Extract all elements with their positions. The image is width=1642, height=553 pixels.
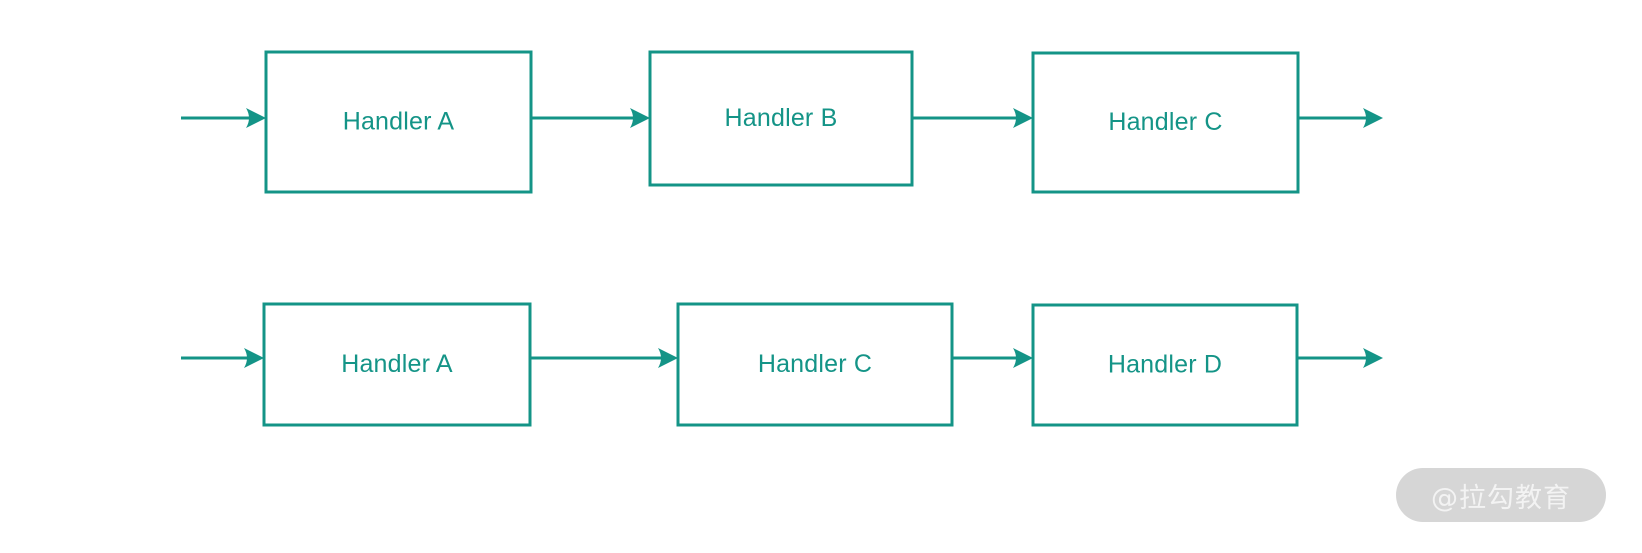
arrowhead-icon bbox=[1363, 348, 1383, 368]
node-r1-n1[interactable]: Handler A bbox=[264, 50, 533, 194]
arrowhead-icon bbox=[246, 108, 266, 128]
node-r2-n2[interactable]: Handler C bbox=[676, 302, 954, 427]
edge-arrow bbox=[912, 108, 1033, 128]
watermark-label: @拉勾教育 bbox=[1431, 482, 1571, 514]
node-label: Handler D bbox=[1108, 351, 1222, 379]
node-r1-n2[interactable]: Handler B bbox=[648, 50, 914, 187]
edge-arrow bbox=[181, 108, 266, 128]
edge-arrow bbox=[952, 348, 1033, 368]
arrowhead-icon bbox=[1363, 108, 1383, 128]
node-label: Handler C bbox=[758, 350, 872, 378]
node-label: Handler C bbox=[1108, 108, 1222, 136]
edges-layer bbox=[181, 108, 1383, 368]
node-box[interactable] bbox=[676, 302, 954, 427]
arrowhead-icon bbox=[1013, 108, 1033, 128]
node-label: Handler A bbox=[343, 108, 455, 136]
watermark-badge: @拉勾教育 bbox=[1396, 468, 1606, 522]
edge-arrow bbox=[181, 348, 264, 368]
edge-arrow bbox=[1297, 348, 1383, 368]
node-box[interactable] bbox=[262, 302, 532, 427]
edge-arrow bbox=[531, 108, 650, 128]
edge-arrow bbox=[1298, 108, 1383, 128]
arrowhead-icon bbox=[1013, 348, 1033, 368]
node-r1-n3[interactable]: Handler C bbox=[1031, 51, 1300, 194]
arrowhead-icon bbox=[658, 348, 678, 368]
node-box[interactable] bbox=[1031, 303, 1299, 427]
arrowhead-icon bbox=[244, 348, 264, 368]
node-box[interactable] bbox=[264, 50, 533, 194]
node-label: Handler A bbox=[341, 350, 453, 378]
edge-arrow bbox=[530, 348, 678, 368]
node-r2-n3[interactable]: Handler D bbox=[1031, 303, 1299, 427]
node-box[interactable] bbox=[1031, 51, 1300, 194]
nodes-layer: Handler A Handler B Handler C Handler A Hand… bbox=[262, 50, 1300, 427]
node-r2-n1[interactable]: Handler A bbox=[262, 302, 532, 427]
arrowhead-icon bbox=[630, 108, 650, 128]
node-box[interactable] bbox=[648, 50, 914, 187]
node-label: Handler B bbox=[725, 104, 838, 132]
